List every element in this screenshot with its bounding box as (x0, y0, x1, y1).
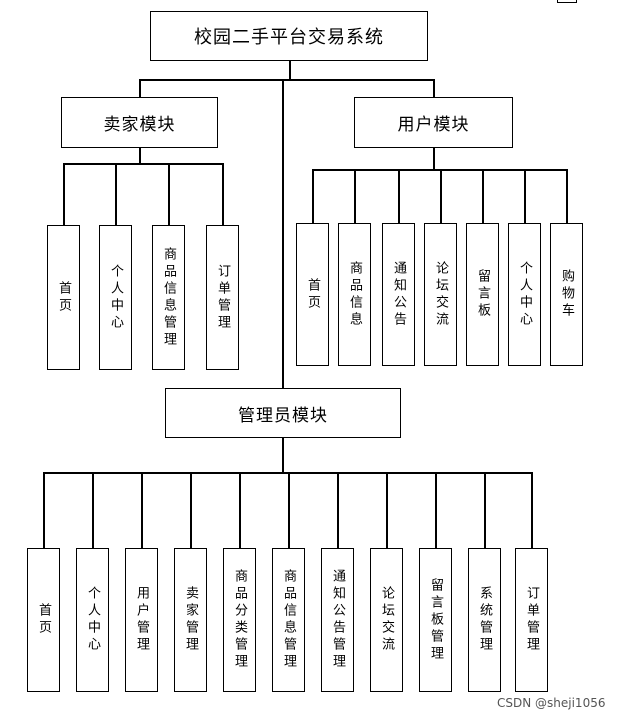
admin-leaf: 留言板管理 (419, 548, 452, 692)
seller-leaf: 订单管理 (206, 225, 239, 370)
admin-leaf-label: 订单管理 (524, 586, 539, 654)
user-leaf-label: 个人中心 (517, 260, 532, 329)
admin-leaf-label: 系统管理 (477, 586, 492, 654)
root-node: 校园二手平台交易系统 (150, 11, 428, 61)
user-leaf: 论坛交流 (424, 223, 457, 366)
admin-leaf: 通知公告管理 (321, 548, 354, 692)
connector-line (43, 472, 45, 548)
connector-line (222, 163, 224, 225)
user-module-title: 用户模块 (397, 115, 470, 135)
connector-line (282, 438, 284, 473)
connector-line (239, 472, 241, 548)
user-leaf: 首页 (296, 223, 329, 366)
user-leaf: 个人中心 (508, 223, 541, 366)
seller-module-title: 卖家模块 (103, 115, 176, 135)
seller-leaf-label: 首页 (56, 280, 71, 315)
admin-leaf: 个人中心 (76, 548, 109, 692)
connector-line (139, 79, 434, 81)
connector-line (386, 472, 388, 548)
admin-leaf: 订单管理 (515, 548, 548, 692)
watermark: CSDN @sheji1056 (497, 696, 606, 710)
connector-line (354, 169, 356, 223)
connector-line (43, 472, 532, 474)
user-leaf-label: 论坛交流 (433, 260, 448, 329)
admin-leaf-label: 用户管理 (134, 586, 149, 654)
admin-leaf-label: 商品分类管理 (232, 569, 247, 671)
admin-leaf: 卖家管理 (174, 548, 207, 692)
connector-line (190, 472, 192, 548)
admin-leaf: 商品分类管理 (223, 548, 256, 692)
connector-line (168, 163, 170, 225)
user-leaf-label: 首页 (305, 277, 320, 312)
seller-leaf-label: 商品信息管理 (161, 246, 176, 349)
admin-leaf-label: 个人中心 (85, 586, 100, 654)
connector-line (433, 148, 435, 170)
connector-line (288, 472, 290, 548)
connector-line (482, 169, 484, 223)
admin-leaf-label: 首页 (36, 603, 51, 637)
user-leaf-label: 通知公告 (391, 260, 406, 329)
admin-module-node: 管理员模块 (165, 388, 401, 438)
seller-leaf: 商品信息管理 (152, 225, 185, 370)
connector-line (398, 169, 400, 223)
connector-line (433, 79, 435, 97)
connector-line (63, 163, 65, 225)
user-leaf-label: 购物车 (559, 269, 574, 320)
admin-leaf-label: 通知公告管理 (330, 569, 345, 671)
connector-line (440, 169, 442, 223)
seller-module-node: 卖家模块 (61, 97, 218, 148)
connector-line (435, 472, 437, 548)
admin-leaf: 论坛交流 (370, 548, 403, 692)
connector-line (312, 169, 314, 223)
admin-leaf: 首页 (27, 548, 60, 692)
connector-line (141, 472, 143, 548)
connector-line (92, 472, 94, 548)
seller-leaf: 个人中心 (99, 225, 132, 370)
connector-line (139, 79, 141, 97)
seller-leaf: 首页 (47, 225, 80, 370)
user-leaf-label: 商品信息 (347, 260, 362, 329)
user-leaf: 通知公告 (382, 223, 415, 366)
connector-line (139, 148, 141, 164)
connector-line (566, 169, 568, 223)
corner-mark (557, 0, 577, 3)
admin-leaf-label: 论坛交流 (379, 586, 394, 654)
admin-leaf-label: 商品信息管理 (281, 569, 296, 671)
connector-line (531, 472, 533, 548)
connector-line (282, 79, 284, 388)
admin-leaf: 商品信息管理 (272, 548, 305, 692)
root-title: 校园二手平台交易系统 (194, 27, 384, 48)
connector-line (484, 472, 486, 548)
user-leaf-label: 留言板 (475, 269, 490, 320)
admin-leaf: 系统管理 (468, 548, 501, 692)
connector-line (337, 472, 339, 548)
user-leaf: 留言板 (466, 223, 499, 366)
admin-leaf-label: 留言板管理 (428, 577, 443, 663)
connector-line (289, 61, 291, 79)
connector-line (63, 163, 223, 165)
user-leaf: 购物车 (550, 223, 583, 366)
seller-leaf-label: 订单管理 (215, 263, 230, 332)
admin-leaf-label: 卖家管理 (183, 586, 198, 654)
admin-leaf: 用户管理 (125, 548, 158, 692)
connector-line (524, 169, 526, 223)
user-module-node: 用户模块 (354, 97, 513, 148)
seller-leaf-label: 个人中心 (108, 263, 123, 332)
connector-line (115, 163, 117, 225)
connector-line (312, 169, 567, 171)
admin-module-title: 管理员模块 (238, 405, 328, 426)
user-leaf: 商品信息 (338, 223, 371, 366)
